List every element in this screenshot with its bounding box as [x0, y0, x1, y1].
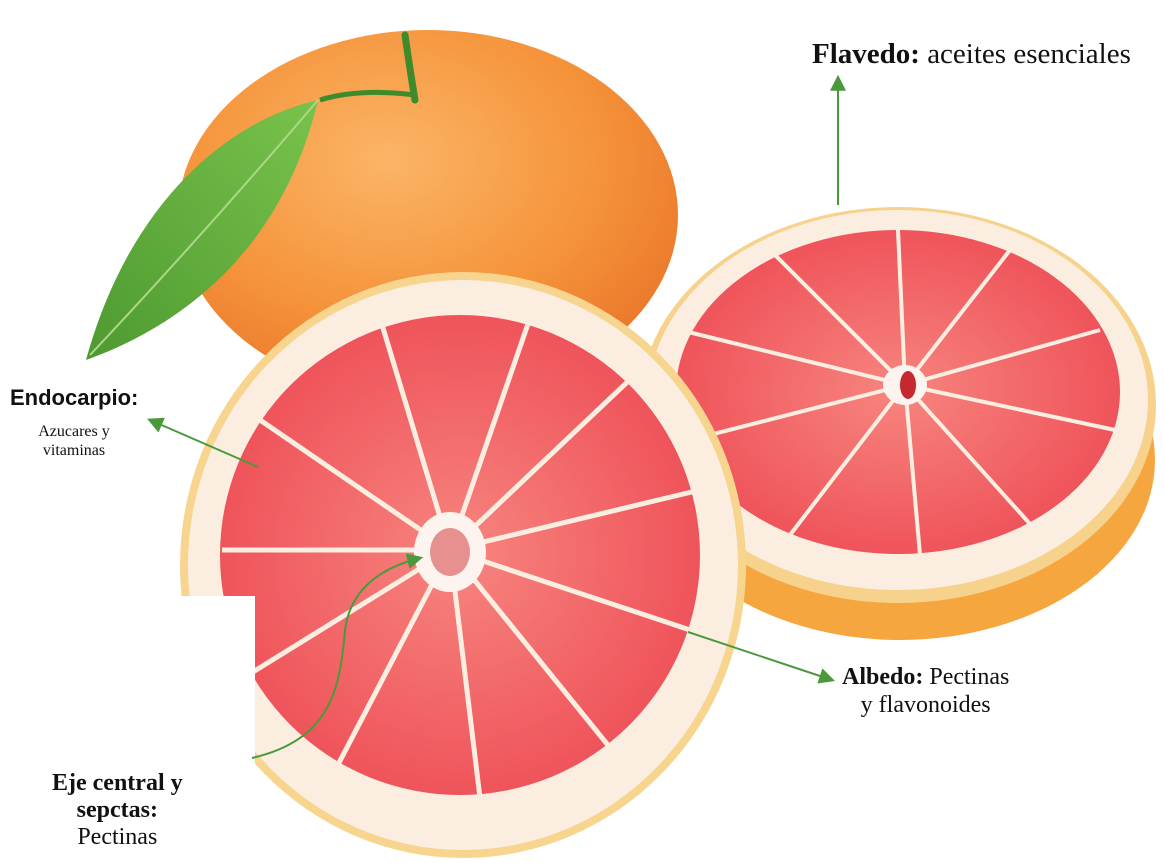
albedo-desc-line1: Pectinas [929, 664, 1009, 690]
flavedo-title: Flavedo: [812, 38, 920, 70]
eje-line3: Pectinas [52, 824, 183, 851]
albedo-label: Albedo: Pectinas y flavonoides [842, 664, 1009, 719]
endocarpio-desc: Azucares y vitaminas [24, 422, 124, 460]
endocarpio-title: Endocarpio: [10, 385, 138, 410]
eje-line2: sepctas: [52, 797, 183, 824]
eje-central-label: Eje central y sepctas: Pectinas [52, 770, 183, 851]
endocarpio-desc-line1: Azucares y [24, 422, 124, 441]
flavedo-desc: aceites esenciales [927, 38, 1131, 70]
flavedo-label: Flavedo: aceites esenciales [812, 38, 1131, 71]
endocarpio-desc-line2: vitaminas [24, 441, 124, 460]
eje-line1: Eje central y [52, 770, 183, 797]
albedo-title: Albedo: [842, 664, 923, 690]
albedo-desc-line2: y flavonoides [842, 692, 1009, 720]
front-half-grapefruit [180, 272, 746, 858]
